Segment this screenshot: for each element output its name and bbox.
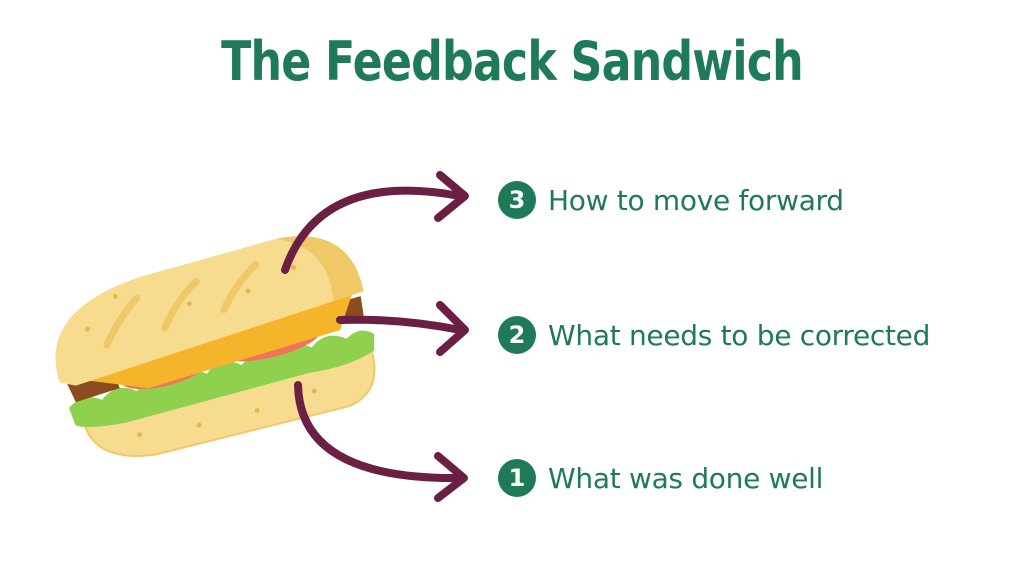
arrow-to-step-2 bbox=[336, 315, 464, 334]
curved-arrow-icon bbox=[336, 301, 469, 356]
bun-score bbox=[161, 277, 200, 332]
step-how-to-move-forward: 3 How to move forward bbox=[498, 178, 844, 222]
bun-score bbox=[103, 294, 141, 349]
step-number-badge: 3 bbox=[498, 181, 536, 219]
curved-arrow-icon bbox=[294, 381, 468, 502]
step-what-needs-to-be-corrected: 2 What needs to be corrected bbox=[498, 313, 930, 357]
step-what-was-done-well: 1 What was done well bbox=[498, 456, 823, 500]
arrow-to-step-3 bbox=[281, 186, 464, 274]
step-number-badge: 2 bbox=[498, 316, 536, 354]
bun-score bbox=[220, 261, 260, 314]
arrow-head-3 bbox=[434, 171, 469, 222]
step-number-badge: 1 bbox=[498, 459, 536, 497]
step-label: What was done well bbox=[548, 461, 824, 495]
curved-arrow-icon bbox=[281, 171, 469, 274]
top-bun-shadow bbox=[276, 236, 364, 301]
step-label: How to move forward bbox=[548, 183, 844, 217]
arrow-head-1 bbox=[434, 452, 468, 502]
sandwich-icon bbox=[55, 236, 376, 457]
arrow-to-step-1 bbox=[294, 381, 464, 483]
step-label: What needs to be corrected bbox=[548, 318, 931, 352]
page-title: The Feedback Sandwich bbox=[221, 30, 804, 93]
arrow-head-2 bbox=[436, 301, 469, 356]
lettuce-layer bbox=[69, 330, 375, 428]
